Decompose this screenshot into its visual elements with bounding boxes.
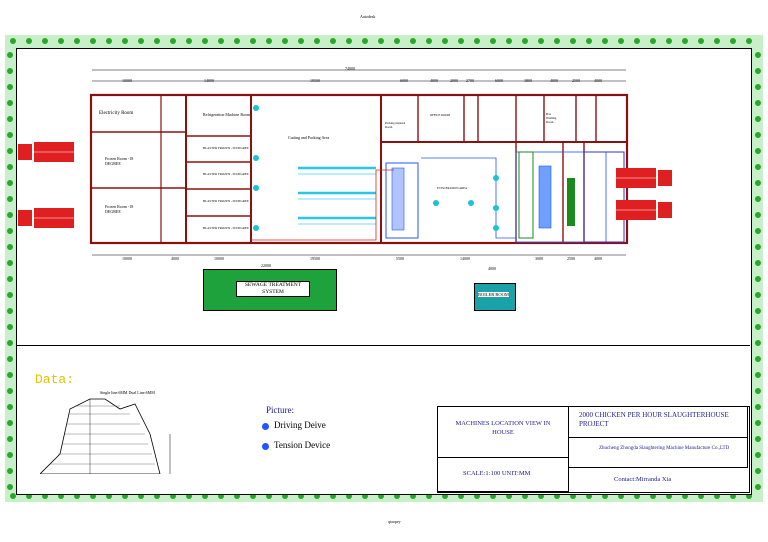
title-block: MACHINES LOCATION VIEW IN HOUSE 2000 CHI… — [437, 406, 750, 493]
footer-label: qiaopey — [388, 519, 401, 524]
dim-top-10: 4000 — [550, 78, 558, 83]
tb-contact: Contact:Mirranda Xia — [614, 476, 672, 483]
dim-top-2: 14000 — [204, 78, 214, 83]
dim-top-5: 4000 — [430, 78, 438, 83]
truck-right-bottom — [616, 200, 672, 220]
dim-bottom-9: 4000 — [594, 256, 602, 261]
dim-top-6: 2000 — [450, 78, 458, 83]
truck-right-top — [616, 168, 672, 188]
tb-machines: MACHINES LOCATION VIEW IN HOUSE — [455, 420, 551, 436]
room-refrigeration: Refrigeration Machine Room — [203, 112, 251, 117]
room-blast-1: BLASTER FROZEN -30 DEGREE — [203, 146, 249, 150]
room-cutting: Cutting and Packing Area — [288, 135, 330, 140]
room-electricity: Electricity Room — [99, 111, 134, 116]
boiler-label: BOILER ROOM — [478, 292, 509, 297]
room-blast-3: BLASTER FROZEN -30 DEGREE — [203, 199, 249, 203]
dim-top-8: 6000 — [495, 78, 503, 83]
room-evisceration: EVISCERATION AREA — [437, 186, 468, 190]
boiler-room: BOILER ROOM — [474, 283, 516, 311]
picture-title: Picture: — [266, 405, 294, 415]
tb-machines-cell: MACHINES LOCATION VIEW IN HOUSE — [438, 407, 569, 458]
wall-note: Single line:6MM Dual Line:6MM — [100, 390, 155, 395]
dim-top-4: 6000 — [400, 78, 408, 83]
tb-company: Zhucheng Zhongda Slaughtering Machine Ma… — [599, 446, 730, 451]
driving-device-icon — [262, 423, 269, 430]
tb-scale: SCALE:1:100 UNIT:MM — [463, 470, 531, 477]
room-frozen-2: Frozen Room -18 DEGREE — [105, 204, 134, 214]
tb-contact-cell: Contact:Mirranda Xia — [569, 468, 747, 491]
floor-plan — [89, 69, 629, 256]
truck-left-top — [18, 142, 74, 162]
dim-bottom-8: 2500 — [567, 256, 575, 261]
room-packing-material: Packing material Room — [385, 121, 406, 129]
dim-sewage: 22000 — [261, 263, 271, 268]
dim-top-1: 10000 — [122, 78, 132, 83]
dim-top-12: 4000 — [594, 78, 602, 83]
dim-bottom-1: 10000 — [122, 256, 132, 261]
dim-bottom-6: 14000 — [460, 256, 470, 261]
room-frozen-1: Frozen Room -18 DEGREE — [105, 156, 134, 166]
room-office: OFFICE ROOM — [430, 113, 451, 117]
dim-bottom-4: 19500 — [310, 256, 320, 261]
room-blast-2: BLASTER FROZEN -30 DEGREE — [203, 172, 249, 176]
tension-device-icon — [262, 443, 269, 450]
sewage-treatment-system: SEWAGE TREATMENT SYSTEM — [203, 269, 337, 311]
dim-boiler: 4000 — [488, 266, 496, 271]
dim-bottom-2: 4000 — [171, 256, 179, 261]
dim-bottom-7: 3000 — [535, 256, 543, 261]
legend-divider — [16, 345, 750, 346]
driving-label: Driving Deive — [274, 420, 326, 430]
sewage-label: SEWAGE TREATMENT SYSTEM — [236, 281, 310, 297]
data-title: Data: — [35, 372, 75, 387]
tension-label: Tension Device — [274, 440, 331, 450]
tb-scale-cell: SCALE:1:100 UNIT:MM — [438, 458, 569, 492]
room-box-washing: Box Washing Room — [546, 112, 557, 124]
wall-section-diagram — [40, 398, 171, 474]
dim-top-7: 2700 — [466, 78, 474, 83]
room-blast-4: BLASTER FROZEN -30 DEGREE — [203, 226, 249, 230]
truck-left-bottom — [18, 208, 74, 228]
dim-top-9: 3800 — [524, 78, 532, 83]
tb-project: 2000 CHICKEN PER HOUR SLAUGHTERHOUSE PRO… — [579, 411, 729, 428]
header-label: Autodesk — [360, 14, 376, 19]
dim-bottom-5: 5500 — [396, 256, 404, 261]
tb-company-cell: Zhucheng Zhongda Slaughtering Machine Ma… — [569, 438, 748, 468]
dim-overall: 74000 — [345, 66, 355, 71]
dim-top-11: 2500 — [572, 78, 580, 83]
dim-top-3: 19500 — [310, 78, 320, 83]
tb-project-cell: 2000 CHICKEN PER HOUR SLAUGHTERHOUSE PRO… — [569, 407, 748, 438]
dim-bottom-3: 10000 — [214, 256, 224, 261]
